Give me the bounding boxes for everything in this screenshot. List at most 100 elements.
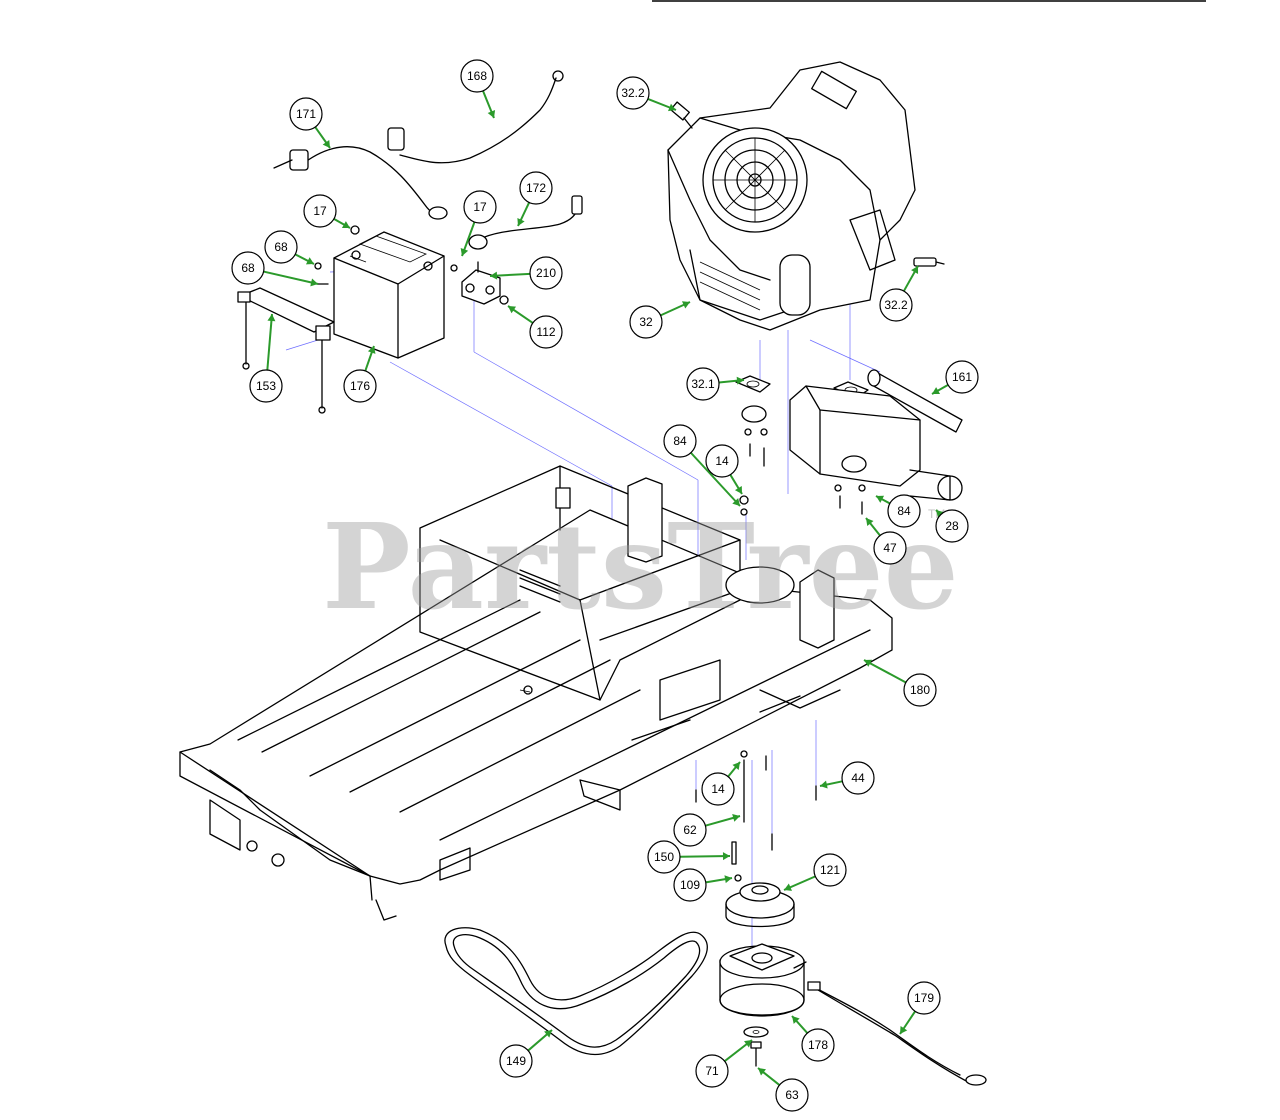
callout-109: 109	[673, 868, 733, 902]
leader-arrowhead	[722, 852, 730, 861]
callout-32-2: 32.2	[616, 76, 677, 112]
callout-circle	[499, 1044, 533, 1078]
callout-32-2: 32.2	[879, 265, 919, 322]
leader-arrowhead	[341, 221, 350, 229]
callout-circle	[249, 369, 283, 403]
callout-44: 44	[819, 761, 875, 795]
frame-hardware	[695, 750, 817, 851]
leader-arrowhead	[734, 485, 742, 494]
callout-circle	[801, 1028, 835, 1062]
leader-arrowhead	[866, 518, 874, 526]
callout-176: 176	[343, 345, 377, 403]
callout-number: 28	[945, 519, 959, 533]
callout-circle	[775, 1078, 809, 1112]
callout-168: 168	[460, 59, 496, 119]
clutch-hardware	[743, 1026, 769, 1067]
callout-circle	[231, 251, 265, 285]
callout-number: 149	[506, 1054, 526, 1068]
leader-arrowhead	[900, 1025, 908, 1034]
callout-circle	[529, 256, 563, 290]
belt-149	[444, 927, 708, 1056]
callout-circle	[463, 190, 497, 224]
callout-14: 14	[701, 761, 741, 806]
callout-number: 14	[711, 782, 725, 796]
leader-arrowhead	[732, 814, 740, 822]
callout-112: 112	[507, 305, 563, 349]
callout-68: 68	[264, 230, 315, 265]
callout-number: 153	[256, 379, 276, 393]
leader-line	[679, 855, 731, 858]
callout-121: 121	[783, 853, 847, 891]
callout-circle	[695, 1054, 729, 1088]
callout-150: 150	[647, 840, 731, 874]
callout-circle	[264, 230, 298, 264]
leader-arrowhead	[305, 257, 314, 265]
callout-number: 32.1	[691, 377, 715, 391]
callout-circle	[663, 424, 697, 458]
callout-circle	[343, 369, 377, 403]
callout-circle	[945, 360, 979, 394]
callout-circle	[879, 288, 913, 322]
leader-line	[266, 313, 273, 371]
callout-28: 28	[935, 509, 969, 543]
callout-circle	[519, 171, 553, 205]
leader-arrowhead	[864, 659, 873, 667]
callout-number: 17	[473, 200, 487, 214]
leader-arrowhead	[736, 376, 744, 385]
callout-32: 32	[629, 301, 691, 339]
callout-149: 149	[499, 1029, 553, 1078]
pulley-assembly	[725, 841, 795, 928]
callout-circle	[907, 981, 941, 1015]
callout-circle	[887, 494, 921, 528]
callout-71: 71	[695, 1039, 753, 1088]
clutch-harness-179	[807, 981, 987, 1086]
leader-arrowhead	[724, 875, 732, 884]
callout-circle	[460, 59, 494, 93]
muffler-hardware	[739, 428, 866, 516]
callout-circle	[686, 367, 720, 401]
leader-arrowhead	[487, 110, 496, 118]
leader-arrowhead	[876, 495, 885, 503]
callout-14: 14	[705, 444, 743, 495]
leader-line	[863, 659, 907, 684]
leader-arrowhead	[820, 780, 828, 789]
callout-number: 150	[654, 850, 674, 864]
callout-circle	[903, 673, 937, 707]
leader-arrowhead	[732, 498, 740, 506]
callout-circle	[629, 305, 663, 339]
battery-cable-168	[387, 70, 564, 164]
callout-number: 63	[785, 1088, 799, 1102]
callout-circle	[841, 761, 875, 795]
callout-number: 109	[680, 878, 700, 892]
callout-153: 153	[249, 313, 283, 403]
callout-circle	[701, 772, 735, 806]
leader-line	[690, 452, 741, 507]
leader-arrowhead	[668, 103, 676, 112]
leader-arrowhead	[732, 762, 740, 770]
leader-arrowhead	[932, 387, 941, 395]
callout-47: 47	[865, 517, 907, 565]
callout-210: 210	[489, 256, 563, 290]
callout-number: 84	[673, 434, 687, 448]
callout-172: 172	[517, 171, 553, 227]
callout-number: 32.2	[884, 298, 908, 312]
callout-circle	[529, 315, 563, 349]
callout-circle	[616, 76, 650, 110]
callout-161: 161	[931, 360, 979, 395]
tailpipe-161	[867, 369, 963, 433]
callout-number: 47	[883, 541, 897, 555]
callout-circle	[673, 813, 707, 847]
leader-arrowhead	[792, 1016, 800, 1024]
callout-number: 68	[274, 240, 288, 254]
callout-number: 68	[241, 261, 255, 275]
watermark: PartsTree TM	[322, 497, 959, 636]
callout-number: 112	[536, 325, 555, 339]
callout-17: 17	[460, 190, 497, 257]
callout-number: 44	[851, 771, 865, 785]
callout-circle	[935, 509, 969, 543]
callout-number: 161	[952, 370, 972, 384]
leader-arrowhead	[267, 314, 276, 322]
leader-arrowhead	[911, 266, 919, 275]
